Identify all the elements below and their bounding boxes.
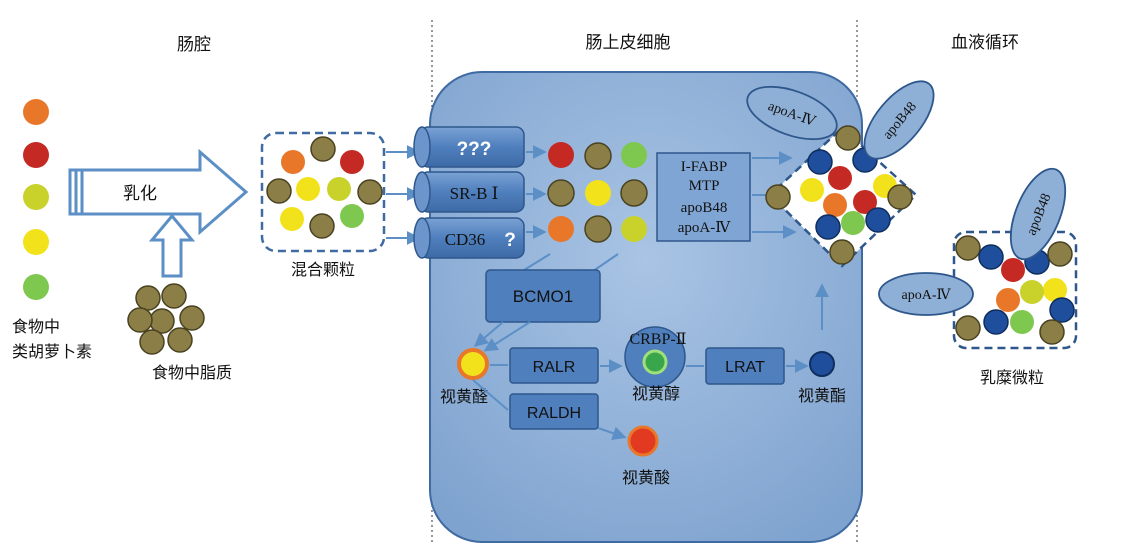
intracellular-particles bbox=[547, 142, 648, 243]
chylomicron-particles bbox=[955, 235, 1075, 345]
lrat-box bbox=[705, 347, 785, 385]
label-retinal: 视黄醛 bbox=[440, 387, 488, 406]
retinal-dot bbox=[457, 348, 489, 380]
transporter-cd36: CD36 ? bbox=[413, 217, 525, 259]
label-retinoic-acid: 视黄酸 bbox=[622, 468, 670, 487]
region-title-circulation: 血液循环 bbox=[951, 33, 1019, 53]
chylomicron-apoa4: apoA-Ⅳ bbox=[878, 272, 974, 316]
bcmo1-label: BCMO1 bbox=[513, 287, 573, 306]
protein-apob48: apoB48 bbox=[681, 200, 728, 216]
protein-box bbox=[656, 152, 751, 242]
transporter-cd36-label: CD36 bbox=[445, 230, 486, 249]
food-lipid-cluster bbox=[127, 283, 205, 355]
ralr-label: RALR bbox=[533, 359, 576, 376]
assembly-apob48: apoB48 bbox=[863, 80, 935, 160]
region-title-lumen: 肠腔 bbox=[177, 35, 211, 55]
chylomicron-assembly-particles bbox=[765, 125, 913, 265]
carotenoid-dot-yellow bbox=[23, 229, 49, 255]
region-title-epithelium: 肠上皮细胞 bbox=[586, 33, 671, 53]
label-chylomicron: 乳糜微粒 bbox=[980, 368, 1044, 387]
carotenoid-dot-yellowgreen bbox=[23, 184, 49, 210]
raldh-box bbox=[509, 393, 599, 430]
retinoic-acid-dot bbox=[627, 425, 659, 457]
label-food-carotenoid-1: 食物中 bbox=[12, 317, 60, 336]
transporter-unknown: ??? bbox=[413, 126, 525, 168]
transporter-cd36-question: ? bbox=[504, 230, 516, 251]
label-emulsify: 乳化 bbox=[123, 184, 157, 204]
svg-text:apoA-Ⅳ: apoA-Ⅳ bbox=[902, 288, 952, 303]
lipid-up-arrow bbox=[148, 213, 196, 278]
crbp2-label: CRBP-Ⅱ bbox=[629, 331, 686, 348]
chylomicron-apob48: apoB48 bbox=[1009, 167, 1067, 261]
transporter-unknown-label: ??? bbox=[457, 139, 492, 160]
carotenoid-dot-red bbox=[23, 142, 49, 168]
label-retinol: 视黄醇 bbox=[632, 384, 680, 403]
retinyl-ester-dot bbox=[809, 351, 835, 377]
mixed-micelle-particles bbox=[266, 136, 383, 239]
protein-ifabp: I-FABP bbox=[681, 159, 727, 175]
transporter-srb1-label: SR-B Ⅰ bbox=[450, 184, 499, 203]
transporter-srb1: SR-B Ⅰ bbox=[413, 171, 525, 213]
protein-mtp: MTP bbox=[689, 178, 720, 194]
lrat-label: LRAT bbox=[725, 359, 765, 376]
label-food-lipid: 食物中脂质 bbox=[152, 363, 232, 382]
emulsify-arrow bbox=[68, 148, 249, 236]
ralr-box bbox=[509, 347, 599, 384]
label-food-carotenoid-2: 类胡萝卜素 bbox=[12, 342, 92, 361]
retinol-dot bbox=[642, 349, 668, 375]
label-mixed-micelle: 混合颗粒 bbox=[291, 260, 355, 279]
label-retinyl-ester: 视黄酯 bbox=[798, 386, 846, 405]
carotenoid-dot-green bbox=[23, 274, 49, 300]
raldh-label: RALDH bbox=[527, 405, 581, 422]
assembly-apoa4: apoA-Ⅳ bbox=[746, 85, 838, 141]
carotenoid-dot-orange bbox=[23, 99, 49, 125]
bcmo1-box bbox=[485, 269, 601, 323]
protein-apoa4: apoA-Ⅳ bbox=[678, 220, 731, 236]
